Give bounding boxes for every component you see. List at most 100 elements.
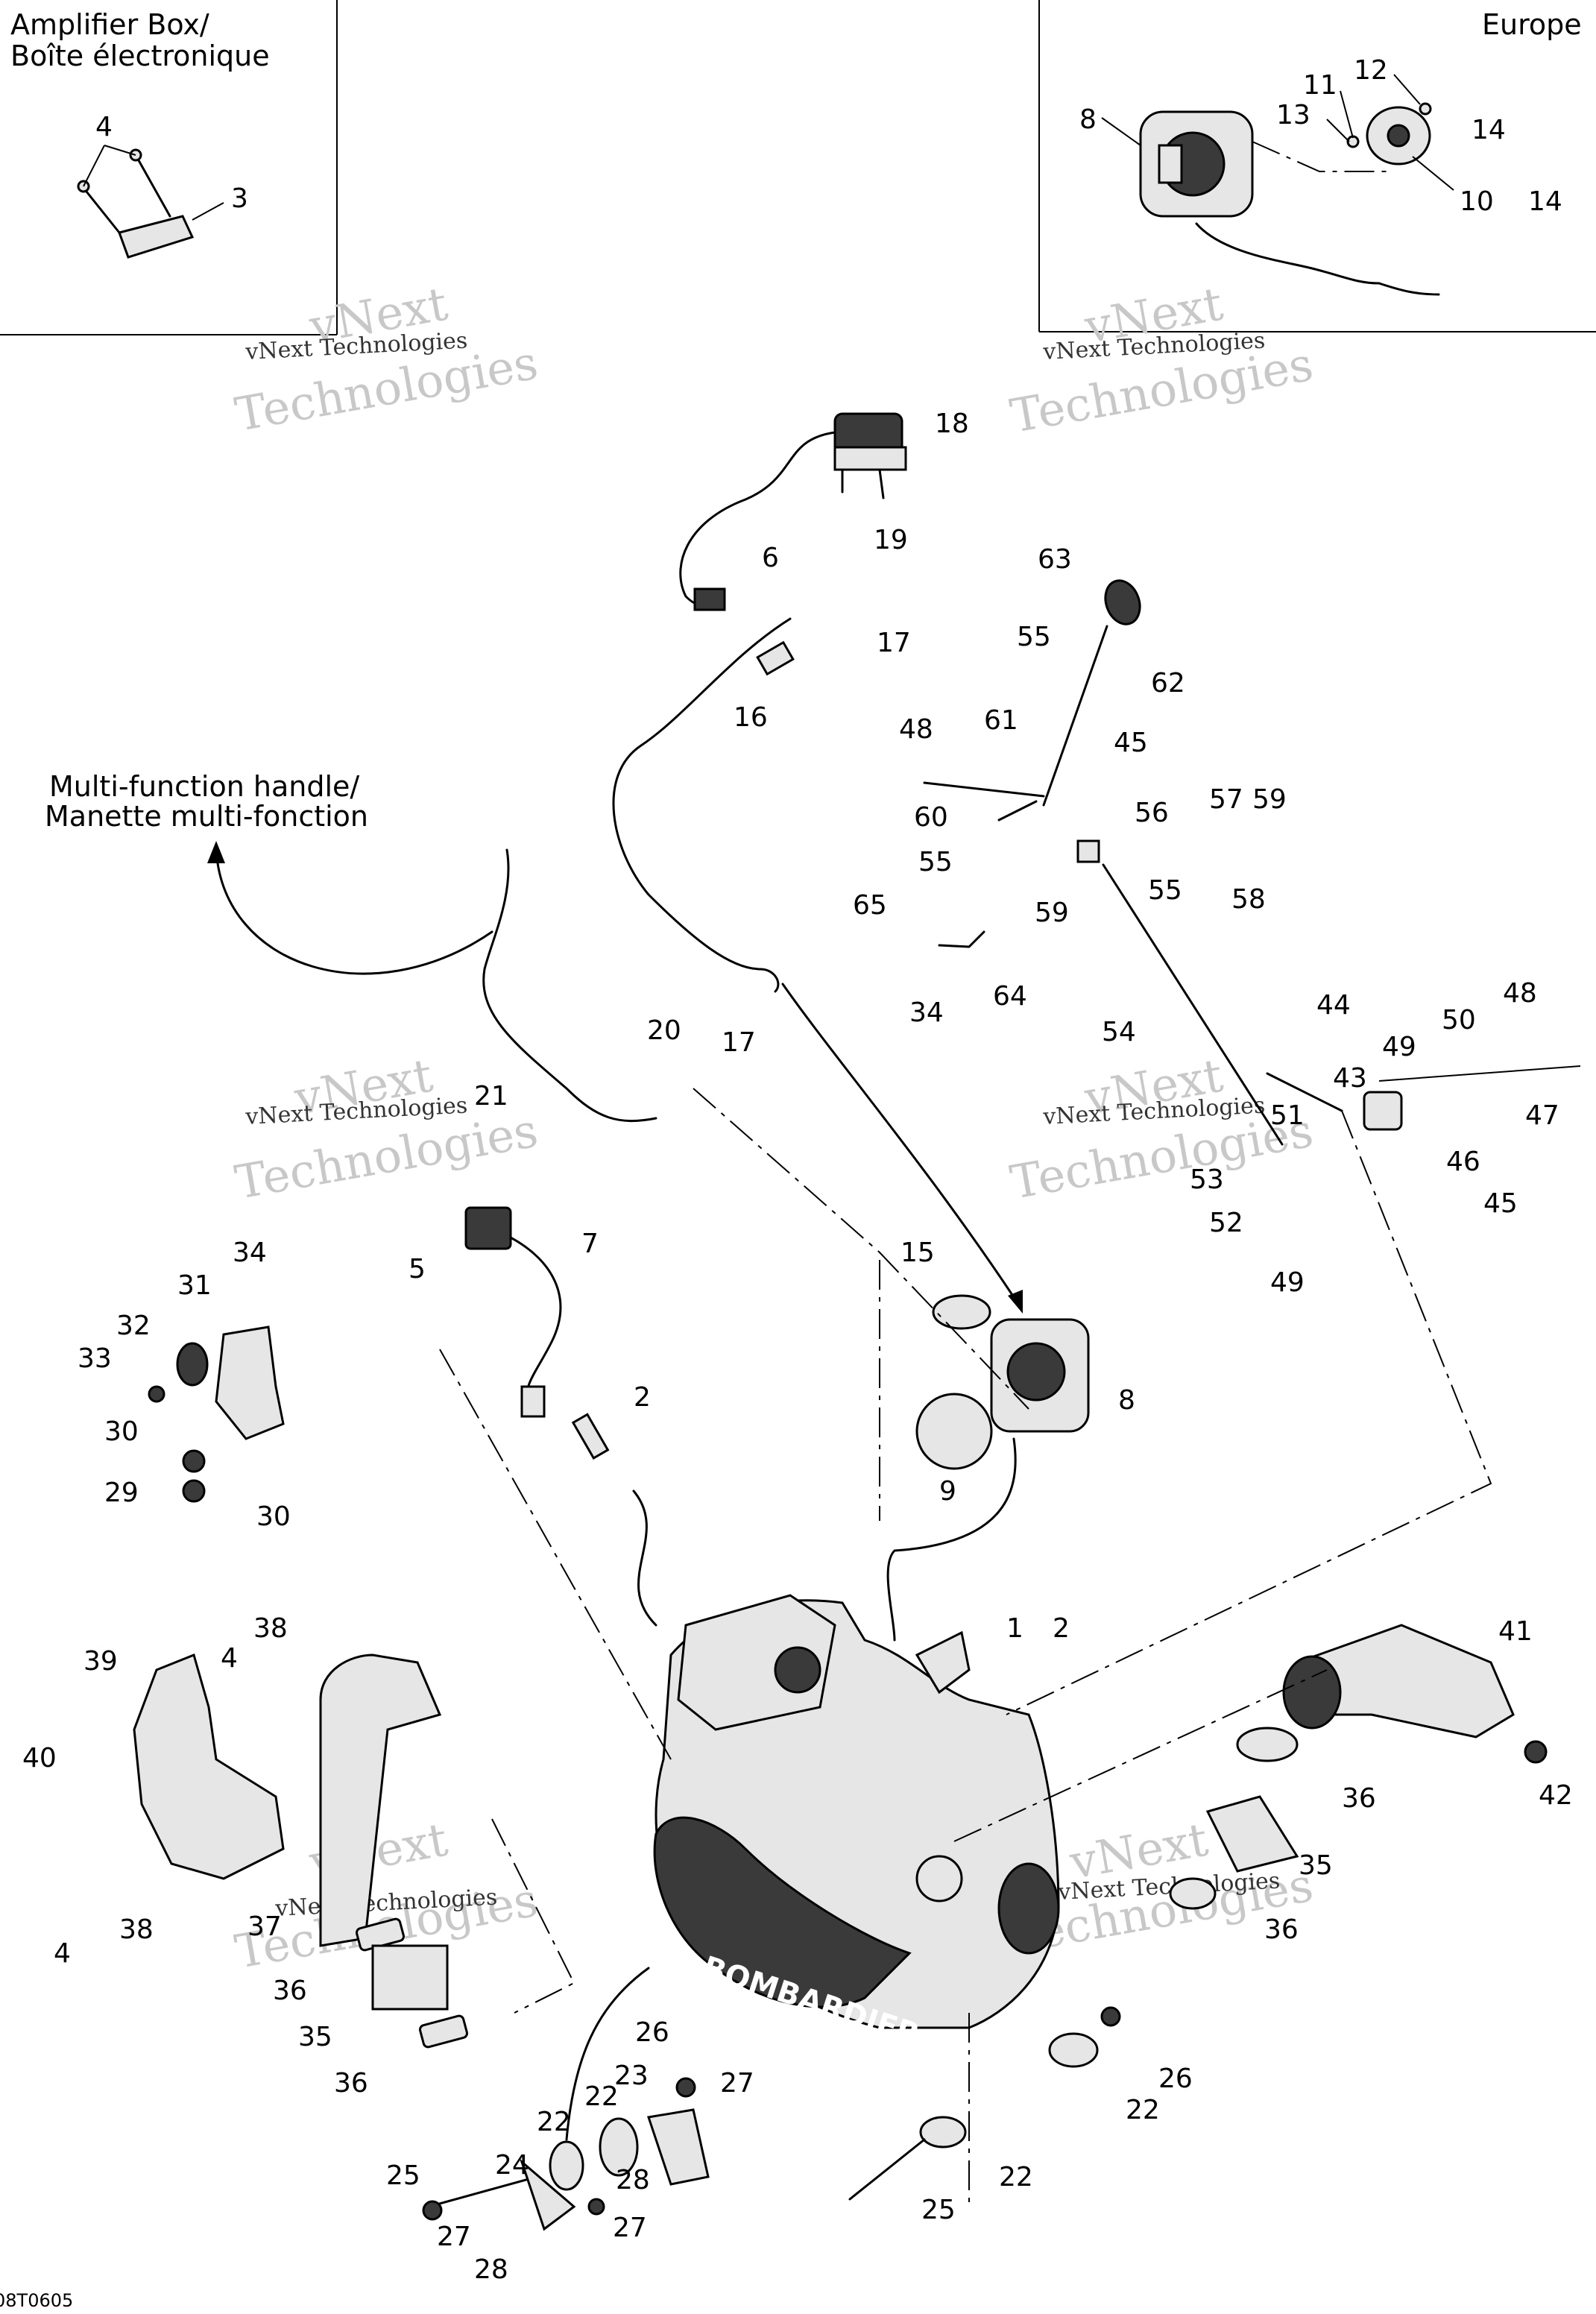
callout-46: 46 [1446,1147,1480,1177]
sleeve-35-left [371,1944,449,2011]
muffler-41 [1282,1624,1548,1764]
callout-48-right: 48 [1503,978,1537,1009]
callout-65: 65 [853,890,887,921]
rod-47 [1378,1065,1581,1082]
callout-4-top: 4 [95,112,113,142]
callout-38-top: 38 [253,1613,288,1644]
callout-38-bottom: 38 [119,1914,154,1945]
callout-30-top: 30 [104,1416,139,1447]
callout-28-top: 28 [616,2165,650,2195]
callout-21: 21 [474,1081,508,1112]
callout-13: 13 [1276,100,1310,130]
callout-22-right: 22 [1126,2095,1160,2125]
lever-43 [1363,1091,1403,1131]
europe-carburetor [1101,74,1454,296]
callout-53: 53 [1190,1164,1224,1195]
centerline-top [693,1088,1029,1410]
callout-26-left: 26 [635,2017,669,2048]
callout-37: 37 [247,1911,282,1942]
callout-14-arrow: 14 [1528,186,1562,217]
callout-62: 62 [1151,668,1185,699]
callout-58: 58 [1231,884,1266,915]
callout-8-main: 8 [1118,1385,1135,1416]
clamp-36-right [1236,1727,1299,1762]
arrow-to-engine-left [632,1489,657,1627]
cable-arrow-head [1008,1290,1023,1314]
callout-61: 61 [984,705,1018,736]
callout-44: 44 [1316,990,1351,1021]
callout-35-left: 35 [298,2022,332,2052]
callout-45-top: 45 [1114,728,1148,758]
callout-25-left: 25 [386,2160,420,2191]
clamp-36-lower [418,2014,469,2049]
cable-16 [612,617,792,993]
callout-39: 39 [83,1646,118,1677]
callout-34-top: 34 [909,997,944,1028]
throttle-cable-21 [482,848,657,1123]
sleeve-35-right [1205,1795,1299,1873]
joint-64 [938,930,985,948]
fitting-16 [756,640,795,676]
callout-29: 29 [104,1478,139,1508]
callout-22-left: 22 [537,2107,571,2137]
callout-55-mid: 55 [918,847,953,877]
callout-17-bottom: 17 [722,1027,756,1058]
clamp-36-right-lower [1169,1877,1217,1910]
handle-label: Multi-function handle/ [49,770,359,803]
centerline-left [439,1349,672,1760]
callout-14-europe: 14 [1472,115,1506,145]
callouts: 4 3 8 11 12 13 14 10 14 18 19 6 17 16 63… [22,55,1573,2285]
callout-20: 20 [647,1015,681,1046]
centerline-muffler [953,1669,1328,1842]
callout-16: 16 [734,702,768,733]
amplifier-box-title: Amplifier Box/ [10,8,209,41]
callout-32: 32 [116,1311,151,1341]
callout-2-arrow: 2 [1053,1613,1070,1644]
callout-28-bottom: 28 [474,2254,508,2285]
rod-48 [923,781,1045,798]
callout-34-left: 34 [233,1238,267,1268]
callout-35-right: 35 [1299,1850,1333,1881]
shift-rod-61 [1042,625,1108,807]
callout-25-right: 25 [921,2195,956,2225]
throttle-lever-18 [833,412,907,499]
callout-57: 57 [1209,784,1243,815]
callout-4-shield: 4 [221,1643,238,1674]
callout-31: 31 [177,1270,212,1301]
watermark-top-right: Technologies vNext vNext Technologies [1006,277,1317,444]
europe-title: Europe [1482,8,1582,41]
callout-4-bottom: 4 [54,1938,71,1969]
callout-8-europe: 8 [1079,104,1097,135]
callout-22-top: 22 [584,2081,619,2112]
callout-6: 6 [762,543,779,573]
clamp-15 [932,1294,991,1330]
callout-33: 33 [78,1343,112,1374]
callout-60: 60 [914,802,948,833]
callout-9: 9 [939,1476,956,1507]
handle-sublabel: Manette multi-fonction [45,800,368,833]
spring-60 [997,800,1038,822]
callout-1: 1 [1006,1613,1023,1644]
pivot-56 [1076,839,1100,863]
callout-10: 10 [1460,186,1494,217]
callout-47: 47 [1525,1100,1559,1131]
callout-63: 63 [1038,544,1072,575]
callout-43: 43 [1333,1063,1367,1094]
callout-3: 3 [231,183,248,214]
callout-64: 64 [993,981,1027,1012]
callout-17-top: 17 [877,628,911,658]
shift-knob-63 [1104,579,1141,625]
callout-52: 52 [1209,1208,1243,1238]
handle-arrow-head [207,841,225,863]
callout-55-top: 55 [1017,622,1051,652]
callout-50: 50 [1442,1005,1476,1035]
engine-1: BOMBARDIER [653,1594,1060,2052]
callout-22-bottom: 22 [999,2162,1033,2192]
callout-2: 2 [634,1382,651,1413]
callout-42: 42 [1539,1780,1573,1811]
callout-27-bottom-right: 27 [613,2213,647,2243]
amplifier-box-subtitle: Boîte électronique [10,40,270,72]
callout-12: 12 [1354,55,1388,86]
callout-23: 23 [614,2061,649,2091]
callout-36-left: 36 [273,1976,307,2006]
